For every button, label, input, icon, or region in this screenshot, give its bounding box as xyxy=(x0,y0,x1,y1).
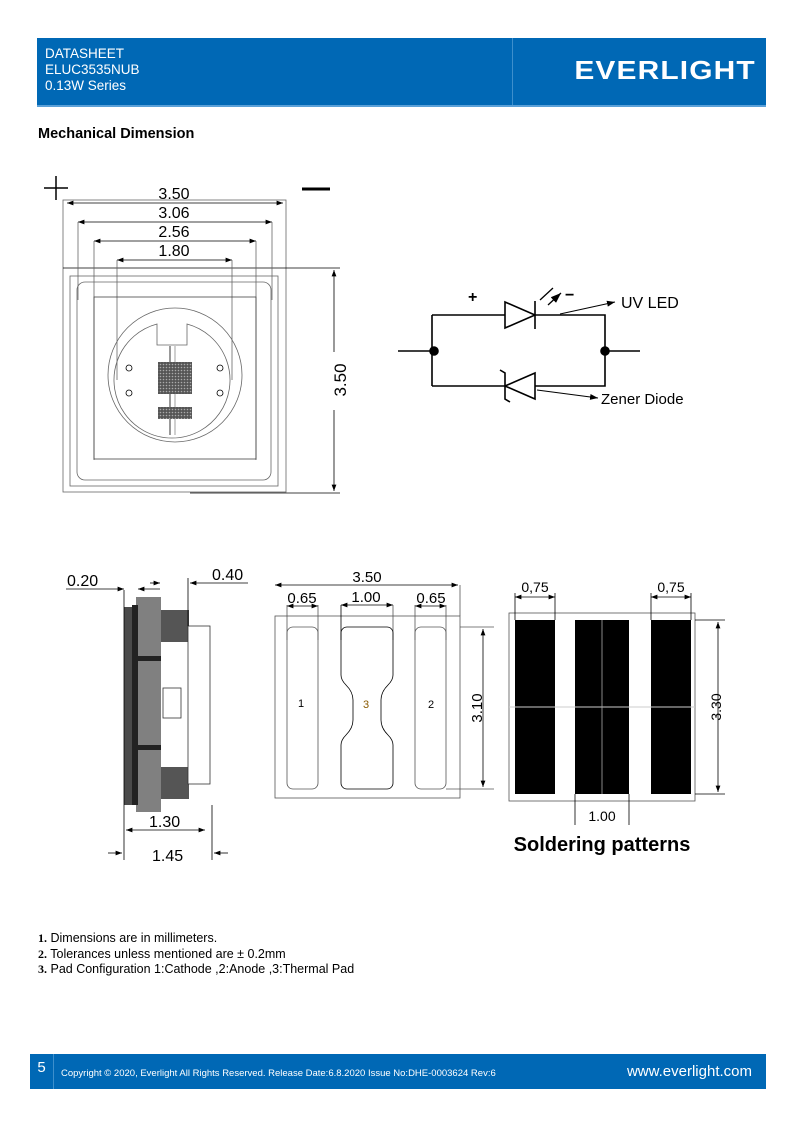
header-underline xyxy=(37,105,766,107)
circuit-minus: − xyxy=(565,287,574,304)
dim-right-0-75: 0,75 xyxy=(657,579,684,595)
soldering-pattern xyxy=(508,593,725,825)
notes: 1. Dimensions are in millimeters. 2. Tol… xyxy=(38,931,354,978)
dim-left-0-75: 0,75 xyxy=(521,579,548,595)
dim-3-50: 3.50 xyxy=(158,186,189,203)
dim-0-40: 0.40 xyxy=(212,567,243,584)
led-symbol xyxy=(504,300,538,330)
dim-height-3-30: 3.30 xyxy=(708,693,724,720)
zener-symbol xyxy=(502,371,536,401)
soldering-patterns-title: Soldering patterns xyxy=(514,834,691,856)
dim-center-1-00: 1.00 xyxy=(588,808,615,824)
uv-led-label: UV LED xyxy=(621,295,679,312)
note-2: 2. Tolerances unless mentioned are ± 0.2… xyxy=(38,946,286,961)
dim-1-30: 1.30 xyxy=(149,814,180,831)
website-link[interactable]: www.everlight.com xyxy=(626,1063,752,1080)
dim-1-45: 1.45 xyxy=(152,848,183,865)
part-number: ELUC3535NUB xyxy=(45,62,140,77)
dim-3-06: 3.06 xyxy=(158,205,189,222)
led-chip xyxy=(158,362,192,394)
section-title: Mechanical Dimension xyxy=(38,126,195,142)
dim-pad-right: 0.65 xyxy=(416,590,445,607)
circuit-diagram xyxy=(398,288,640,403)
dim-height-3-50: 3.50 xyxy=(331,363,350,396)
top-view xyxy=(44,176,340,494)
zener-chip xyxy=(158,407,192,419)
series: 0.13W Series xyxy=(45,78,127,93)
bottom-view xyxy=(274,582,494,799)
dim-pad-left: 0.65 xyxy=(287,590,316,607)
dim-0-20: 0.20 xyxy=(67,573,98,590)
note-1: 1. Dimensions are in millimeters. xyxy=(38,931,218,945)
pad-label-1: 1 xyxy=(298,698,304,710)
page-number: 5 xyxy=(30,1054,54,1089)
pad-3 xyxy=(340,626,394,790)
pad-1 xyxy=(286,626,319,790)
dim-1-80: 1.80 xyxy=(158,243,189,260)
dim-height-3-10: 3.10 xyxy=(469,693,486,722)
page-header: DATASHEET ELUC3535NUB 0.13W Series EVERL… xyxy=(37,38,766,107)
dim-width-3-50: 3.50 xyxy=(352,569,381,586)
plus-sign xyxy=(44,176,68,200)
side-view xyxy=(124,597,211,812)
header-info: DATASHEET ELUC3535NUB 0.13W Series xyxy=(45,46,140,94)
page-footer: 5 Copyright © 2020, Everlight All Rights… xyxy=(30,1054,766,1089)
pad-label-3: 3 xyxy=(363,699,369,711)
zener-diode-label: Zener Diode xyxy=(601,391,684,408)
pad-label-2: 2 xyxy=(428,699,434,711)
note-3: 3. Pad Configuration 1:Cathode ,2:Anode … xyxy=(38,962,355,976)
doc-type: DATASHEET xyxy=(45,46,125,61)
pad-2 xyxy=(414,626,447,790)
dim-pad-center: 1.00 xyxy=(351,589,380,606)
dim-2-56: 2.56 xyxy=(158,224,189,241)
copyright: Copyright © 2020, Everlight All Rights R… xyxy=(61,1068,496,1079)
circuit-plus: + xyxy=(468,289,477,306)
header-divider xyxy=(512,38,513,105)
everlight-logo: EVERLIGHT xyxy=(574,55,756,85)
